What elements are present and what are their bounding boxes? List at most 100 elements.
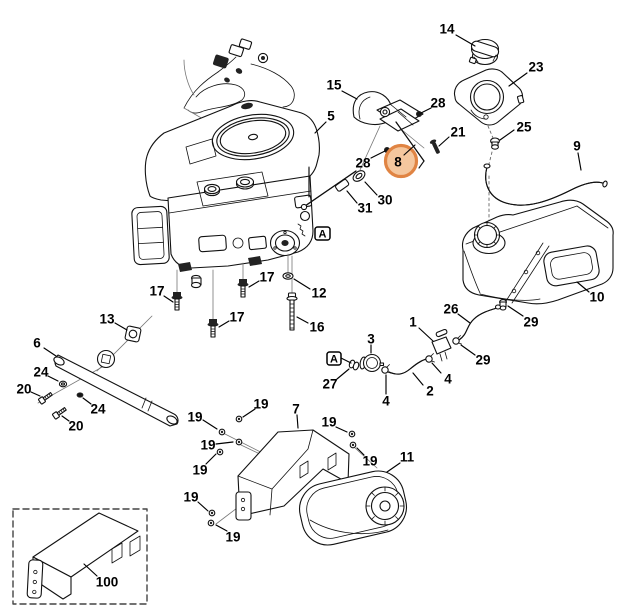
- highlight-part-8[interactable]: 8: [383, 143, 419, 179]
- grommet-illustration: [487, 125, 500, 229]
- part-label-1[interactable]: 1: [409, 315, 434, 342]
- detail-marker-A[interactable]: A: [326, 351, 352, 366]
- part-label-16[interactable]: 16: [296, 316, 325, 335]
- leader-line: [499, 129, 515, 141]
- part-number: 10: [589, 290, 604, 305]
- part-label-30[interactable]: 30: [364, 181, 393, 208]
- part-label-4[interactable]: 4: [382, 374, 390, 409]
- part-label-19[interactable]: 19: [183, 490, 209, 512]
- muffler-illustration: [299, 470, 407, 546]
- part-number: 19: [321, 415, 336, 430]
- leader-line: [364, 181, 378, 196]
- part-label-19[interactable]: 19: [215, 524, 241, 545]
- leader-line: [248, 280, 260, 288]
- part-label-29[interactable]: 29: [460, 344, 491, 368]
- part-number: 1: [409, 315, 417, 330]
- part-number: 19: [183, 490, 198, 505]
- part-label-2[interactable]: 2: [412, 372, 434, 399]
- part-label-26[interactable]: 26: [443, 302, 471, 324]
- part-label-19[interactable]: 19: [356, 447, 378, 469]
- detail-marker-box: [326, 351, 342, 366]
- leader-line: [30, 391, 41, 397]
- part-label-20[interactable]: 20: [16, 382, 41, 397]
- part-label-7[interactable]: 7: [292, 402, 300, 429]
- part-number: 28: [355, 156, 371, 171]
- leader-line: [218, 320, 230, 328]
- part-label-4[interactable]: 4: [431, 362, 452, 387]
- detail-marker-A[interactable]: A: [314, 226, 331, 241]
- part-label-3[interactable]: 3: [367, 332, 375, 354]
- highlight-leader-line: [403, 144, 416, 156]
- part-number: 19: [192, 463, 207, 478]
- part-number: 25: [516, 120, 532, 135]
- part-label-17[interactable]: 17: [149, 284, 174, 303]
- part-label-19[interactable]: 19: [192, 453, 217, 478]
- part-label-23[interactable]: 23: [508, 60, 544, 87]
- part-label-27[interactable]: 27: [322, 368, 350, 392]
- part-number: 14: [439, 22, 455, 37]
- leader-line: [61, 415, 70, 422]
- part-label-24[interactable]: 24: [82, 397, 106, 417]
- highlight-circle[interactable]: [383, 143, 419, 179]
- part-label-17[interactable]: 17: [248, 270, 275, 288]
- leader-line: [420, 107, 432, 114]
- service-cover-illustration: [12, 508, 148, 605]
- part-label-31[interactable]: 31: [346, 190, 373, 216]
- leader-line: [242, 408, 256, 418]
- muffler-guard-illustration: [215, 429, 378, 525]
- part-number: 20: [68, 419, 83, 434]
- part-number: 2: [426, 384, 434, 399]
- part-number: 30: [377, 193, 392, 208]
- part-number: 28: [430, 96, 446, 111]
- part-number: 26: [443, 302, 459, 317]
- part-label-17[interactable]: 17: [218, 310, 245, 328]
- highlight-part-number: 8: [394, 155, 402, 170]
- fuel-cap-illustration: [468, 38, 500, 66]
- leader-line: [340, 357, 352, 364]
- part-label-14[interactable]: 14: [439, 22, 476, 47]
- part-number: 11: [400, 450, 415, 465]
- leader-line: [370, 150, 386, 159]
- part-label-5[interactable]: 5: [314, 109, 335, 134]
- part-number: 6: [33, 336, 41, 351]
- part-number: 29: [475, 353, 490, 368]
- leader-line: [346, 190, 358, 204]
- part-label-12[interactable]: 12: [293, 278, 327, 301]
- part-label-28[interactable]: 28: [355, 150, 386, 171]
- part-label-15[interactable]: 15: [326, 78, 358, 100]
- part-label-9[interactable]: 9: [573, 139, 582, 171]
- leader-line: [507, 305, 524, 317]
- part-label-19[interactable]: 19: [187, 410, 218, 430]
- part-number: 4: [382, 394, 390, 409]
- leader-line: [163, 295, 174, 303]
- part-label-100[interactable]: 100: [83, 563, 118, 590]
- part-number: 13: [99, 312, 115, 327]
- part-label-11[interactable]: 11: [386, 450, 415, 473]
- leader-line: [296, 316, 309, 324]
- part-label-21[interactable]: 21: [438, 125, 466, 147]
- part-label-10[interactable]: 10: [576, 281, 605, 305]
- part-label-20[interactable]: 20: [61, 415, 84, 434]
- part-label-6[interactable]: 6: [33, 336, 57, 357]
- leader-line: [418, 327, 434, 342]
- part-label-24[interactable]: 24: [33, 365, 59, 382]
- part-label-19[interactable]: 19: [200, 438, 234, 453]
- leader-line: [455, 34, 476, 47]
- engine-illustration: [131, 100, 320, 323]
- part-label-28[interactable]: 28: [420, 96, 446, 114]
- engine-mount-fasteners-illustration: [171, 272, 298, 338]
- part-label-19[interactable]: 19: [242, 397, 269, 418]
- axle-tube-illustration: [37, 315, 179, 427]
- part-label-19[interactable]: 19: [321, 415, 348, 433]
- part-label-13[interactable]: 13: [99, 312, 128, 331]
- part-label-25[interactable]: 25: [499, 120, 532, 141]
- leader-line: [386, 462, 401, 473]
- part-number: 21: [450, 125, 466, 140]
- part-labels-layer: 1423259152821283031512161717171362420242…: [16, 22, 604, 590]
- leader-line: [577, 152, 582, 171]
- leader-line: [293, 278, 311, 290]
- leader-line: [82, 397, 92, 405]
- part-number: 27: [322, 377, 337, 392]
- part-label-29[interactable]: 29: [507, 305, 539, 330]
- leader-line: [215, 441, 234, 445]
